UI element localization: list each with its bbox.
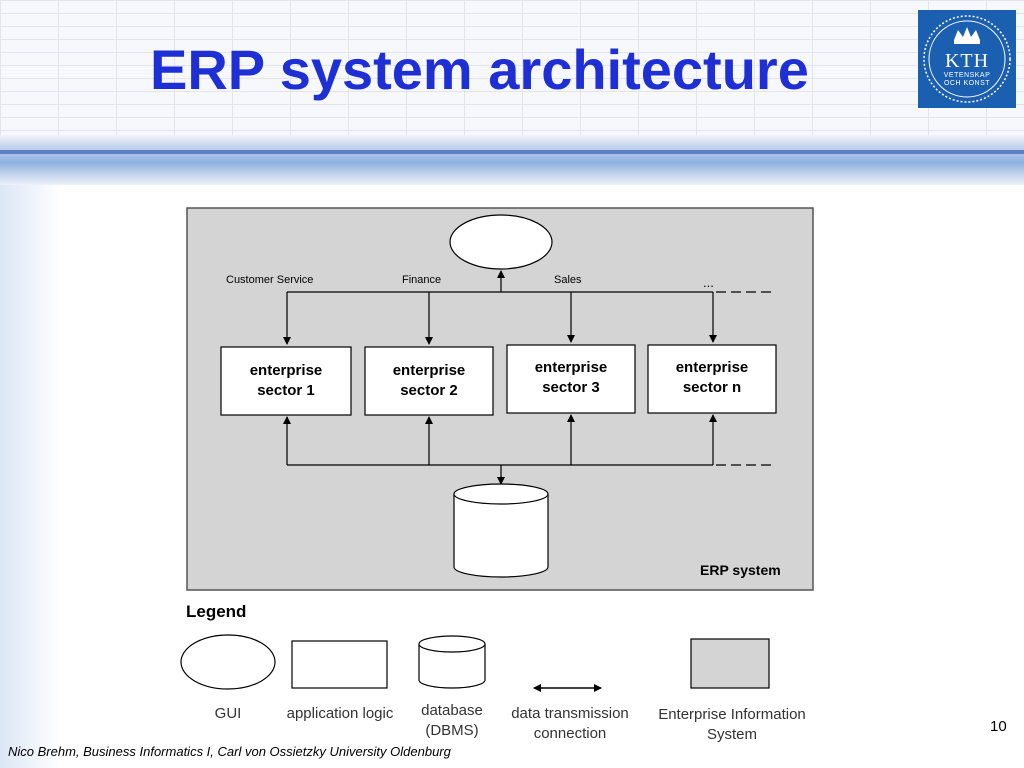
logo-main-text: KTH (944, 50, 990, 72)
legend-label-gui: GUI (188, 704, 268, 724)
sector-2-line1: enterprise (392, 362, 466, 379)
sector-n-line2: sector n (682, 379, 742, 396)
left-gradient (0, 185, 60, 768)
legend-gui-symbol (180, 634, 276, 690)
slide-title: ERP system architecture (150, 38, 809, 101)
legend-label-eis: Enterprise Information System (641, 705, 823, 745)
sector-2-text: enterprise sector 2 (365, 361, 493, 401)
channel-label-ellipsis: ... (703, 275, 714, 290)
sector-box-n (647, 344, 777, 414)
legend-application-logic-symbol (291, 640, 388, 689)
legend-gui-line1: GUI (214, 705, 242, 722)
legend-data-transmission-line1: data transmission (511, 705, 629, 722)
sector-1-line2: sector 1 (257, 382, 315, 399)
sector-1-line1: enterprise (249, 362, 323, 379)
legend-database-symbol (418, 635, 486, 689)
sector-n-text: enterprise sector n (648, 358, 776, 398)
sector-box-2 (364, 346, 494, 416)
sector-3-line2: sector 3 (542, 379, 600, 396)
legend-title: Legend (186, 602, 247, 621)
sector-box-1 (220, 346, 352, 416)
legend-application-logic-line1: application logic (286, 705, 394, 722)
header-grid-background (0, 0, 1024, 135)
sector-1-text: enterprise sector 1 (221, 361, 351, 401)
page-number: 10 (990, 718, 1007, 735)
sector-3-line1: enterprise (534, 359, 608, 376)
logo-emblem (923, 15, 1011, 103)
sector-box-3 (506, 344, 636, 414)
database-cylinder (453, 483, 549, 578)
kth-logo: KTH VETENSKAP OCH KONST (918, 10, 1016, 108)
footer-citation: Nico Brehm, Business Informatics I, Carl… (8, 744, 451, 759)
legend-database-line2: (DBMS) (425, 722, 479, 739)
legend-label-data-transmission: data transmission connection (497, 704, 643, 744)
legend-eis-line2: System (706, 726, 757, 743)
legend-label-database: database (DBMS) (407, 701, 497, 741)
erp-system-label: ERP system (700, 562, 781, 578)
channel-label-sales: Sales (554, 274, 582, 286)
header-band (0, 135, 1024, 185)
legend-eis-line1: Enterprise Information (658, 706, 806, 723)
logo-sub-text-1: VETENSKAP (943, 72, 991, 79)
legend-label-application-logic: application logic (270, 704, 410, 724)
legend-eis-symbol (690, 638, 770, 689)
gui-ellipse (449, 214, 553, 270)
legend-database-line1: database (421, 702, 483, 719)
header-band-line (0, 150, 1024, 154)
channel-label-customer-service: Customer Service (226, 274, 314, 286)
channel-label-finance: Finance (402, 274, 442, 286)
sector-n-line1: enterprise (675, 359, 749, 376)
logo-sub-text-2: OCH KONST (943, 80, 991, 87)
sector-3-text: enterprise sector 3 (507, 358, 635, 398)
sector-2-line2: sector 2 (400, 382, 458, 399)
legend-data-transmission-line2: connection (533, 725, 607, 742)
